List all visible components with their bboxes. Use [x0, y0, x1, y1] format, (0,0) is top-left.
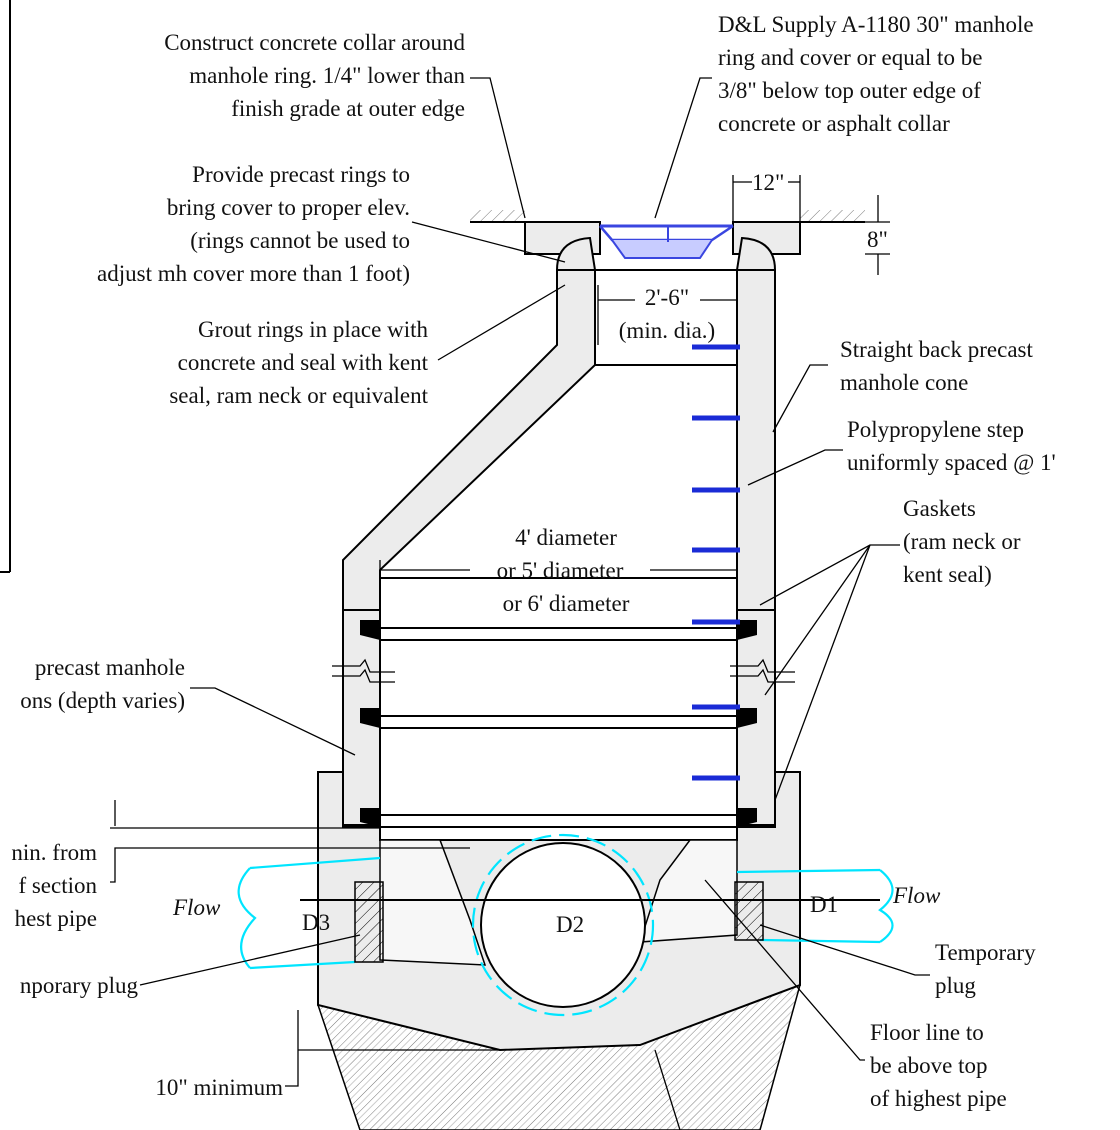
- svg-text:adjust mh cover more than 1 fo: adjust mh cover more than 1 foot): [97, 261, 410, 286]
- dimension-marks: [379, 175, 890, 580]
- leader-lines: [110, 77, 930, 1130]
- label-ten-min: 10" minimum: [155, 1075, 283, 1100]
- svg-text:Gaskets: Gaskets: [903, 496, 976, 521]
- label-plug-right: Temporary plug: [935, 940, 1036, 998]
- label-sections: precast manhole ons (depth varies): [20, 655, 185, 713]
- svg-text:Provide precast rings to: Provide precast rings to: [192, 162, 410, 187]
- svg-text:precast manhole: precast manhole: [35, 655, 185, 680]
- label-collar: Construct concrete collar around manhole…: [164, 30, 465, 121]
- svg-text:D&L Supply A-1180 30" manhole: D&L Supply A-1180 30" manhole: [718, 12, 1034, 37]
- svg-text:seal, ram neck or equivalent: seal, ram neck or equivalent: [169, 383, 428, 408]
- label-precast-rings: Provide precast rings to bring cover to …: [97, 162, 410, 286]
- label-dim-12: 12": [752, 170, 784, 195]
- svg-text:concrete and seal with kent: concrete and seal with kent: [178, 350, 429, 375]
- label-dim-26: 2'-6": [645, 285, 689, 310]
- svg-text:or 6' diameter: or 6' diameter: [503, 591, 630, 616]
- svg-text:Construct concrete collar arou: Construct concrete collar around: [164, 30, 465, 55]
- pipe-d3: [237, 856, 384, 970]
- svg-text:Floor line to: Floor line to: [870, 1020, 984, 1045]
- label-plug-left: nporary plug: [20, 973, 139, 998]
- svg-text:bring cover to proper elev.: bring cover to proper elev.: [167, 195, 410, 220]
- svg-text:or 5' diameter: or 5' diameter: [497, 558, 624, 583]
- svg-text:plug: plug: [935, 973, 976, 998]
- break-symbols: [332, 658, 795, 683]
- svg-text:be above top: be above top: [870, 1053, 988, 1078]
- label-floor-line: Floor line to be above top of highest pi…: [870, 1020, 1007, 1111]
- pipe-d1: [734, 868, 894, 944]
- polypropylene-steps: [692, 344, 740, 781]
- label-ring-cover: D&L Supply A-1180 30" manhole ring and c…: [718, 12, 1034, 136]
- svg-text:nin. from: nin. from: [11, 840, 97, 865]
- svg-text:(rings cannot be used to: (rings cannot be used to: [190, 228, 410, 253]
- gaskets: [360, 620, 757, 827]
- label-d2: D2: [556, 912, 584, 937]
- svg-text:Straight back precast: Straight back precast: [840, 337, 1033, 362]
- svg-text:manhole cone: manhole cone: [840, 370, 968, 395]
- label-step: Polypropylene step uniformly spaced @ 1': [847, 417, 1056, 475]
- label-flow-left: Flow: [172, 895, 221, 920]
- svg-text:hest pipe: hest pipe: [15, 906, 97, 931]
- label-dim-26-sub: (min. dia.): [619, 318, 715, 343]
- svg-text:Temporary: Temporary: [935, 940, 1036, 965]
- svg-text:of highest pipe: of highest pipe: [870, 1086, 1007, 1111]
- manhole-cone: [342, 269, 776, 611]
- svg-text:f section: f section: [18, 873, 97, 898]
- svg-text:Grout rings in place with: Grout rings in place with: [198, 317, 428, 342]
- label-grout: Grout rings in place with concrete and s…: [169, 317, 428, 408]
- precast-sections: [342, 577, 776, 828]
- svg-text:ons (depth varies): ons (depth varies): [20, 688, 185, 713]
- label-diameter: 4' diameter or 5' diameter or 6' diamete…: [497, 525, 630, 616]
- label-d3: D3: [302, 910, 330, 935]
- svg-text:concrete or asphalt collar: concrete or asphalt collar: [718, 111, 950, 136]
- svg-text:3/8" below top outer edge of: 3/8" below top outer edge of: [718, 78, 981, 103]
- ground-surface: [470, 210, 865, 223]
- label-gaskets: Gaskets (ram neck or kent seal): [903, 496, 1021, 587]
- svg-text:manhole ring. 1/4" lower than: manhole ring. 1/4" lower than: [189, 63, 465, 88]
- svg-text:Polypropylene step: Polypropylene step: [847, 417, 1024, 442]
- pipe-d2: [471, 833, 655, 1017]
- manhole-ring-cover: [599, 224, 734, 259]
- label-flow-right: Flow: [892, 883, 941, 908]
- svg-text:(ram neck or: (ram neck or: [903, 529, 1021, 554]
- label-cone: Straight back precast manhole cone: [840, 337, 1033, 395]
- svg-text:4' diameter: 4' diameter: [515, 525, 617, 550]
- svg-text:uniformly spaced @ 1': uniformly spaced @ 1': [847, 450, 1056, 475]
- svg-text:finish grade at outer edge: finish grade at outer edge: [231, 96, 465, 121]
- svg-text:ring and cover or equal to be: ring and cover or equal to be: [718, 45, 982, 70]
- label-section-min: nin. from f section hest pipe: [11, 840, 97, 931]
- svg-text:kent seal): kent seal): [903, 562, 992, 587]
- label-dim-8: 8": [867, 227, 888, 252]
- label-d1: D1: [810, 892, 838, 917]
